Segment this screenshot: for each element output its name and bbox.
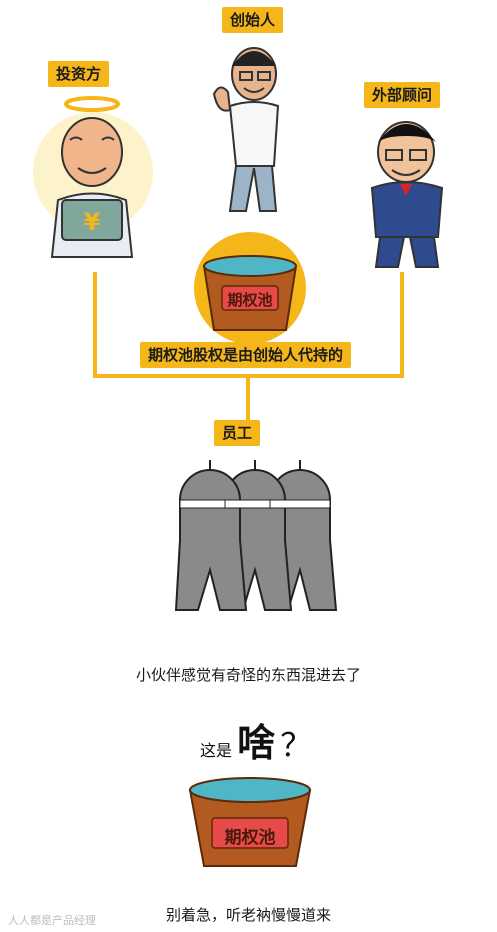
- svg-text:¥: ¥: [84, 208, 101, 236]
- connector-center-vertical: [246, 374, 250, 422]
- pool-label-bottom: 期权池: [224, 828, 276, 848]
- question-big: 啥: [237, 721, 276, 765]
- founder-label: 创始人: [222, 7, 284, 33]
- pool-bucket-bottom-icon: [188, 777, 312, 867]
- investor-label: 投资方: [48, 61, 110, 87]
- connector-left-vertical: [93, 272, 97, 378]
- advisor-label: 外部顾问: [364, 82, 441, 108]
- question-line: 这是 啥 ？: [200, 712, 312, 767]
- investor-icon: ¥: [33, 96, 153, 258]
- connector-right-vertical: [400, 272, 404, 378]
- pool-label-top: 期权池: [227, 291, 273, 309]
- question-mark: ？: [280, 726, 313, 764]
- caption-line2: 别着急，听老衲慢慢道来: [165, 906, 331, 924]
- question-prefix: 这是: [200, 741, 233, 760]
- pool-bucket-icon: [194, 232, 306, 344]
- advisor-icon: [370, 121, 444, 268]
- watermark: 人人都是产品经理: [8, 914, 96, 927]
- caption-line1: 小伙伴感觉有奇怪的东西混进去了: [135, 666, 361, 684]
- statement-label: 期权池股权是由创始人代持的: [140, 342, 352, 368]
- founder-icon: [212, 47, 280, 212]
- employees-icon: [174, 460, 338, 611]
- employee-label: 员工: [214, 420, 261, 446]
